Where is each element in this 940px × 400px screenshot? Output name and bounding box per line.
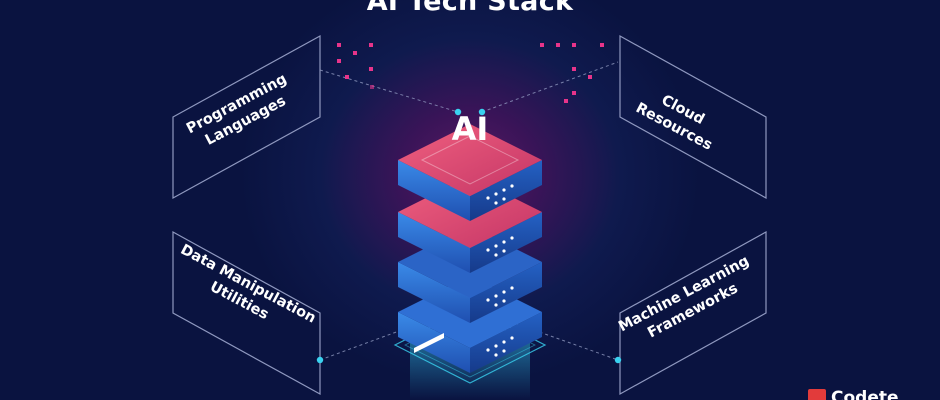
stack-layer-1: AI	[398, 110, 542, 221]
brand-logo: Codete	[808, 388, 899, 400]
brand-name: Codete	[831, 388, 899, 400]
panel-ml-frameworks	[619, 230, 767, 396]
node-programming	[454, 108, 462, 116]
node-ml	[614, 356, 622, 364]
node-data	[316, 356, 324, 364]
connector-cloud	[481, 61, 619, 113]
brand-mark-icon	[808, 389, 826, 400]
connector-programming	[319, 69, 459, 113]
ai-label: AI	[452, 110, 489, 148]
panel-cloud-resources	[619, 34, 767, 200]
diagram-title: AI Tech Stack	[366, 0, 574, 17]
panels	[172, 34, 767, 396]
panel-data-manipulation	[172, 230, 321, 396]
node-cloud	[478, 108, 486, 116]
pixel-decorations	[337, 43, 604, 103]
panel-programming-languages	[172, 34, 321, 200]
